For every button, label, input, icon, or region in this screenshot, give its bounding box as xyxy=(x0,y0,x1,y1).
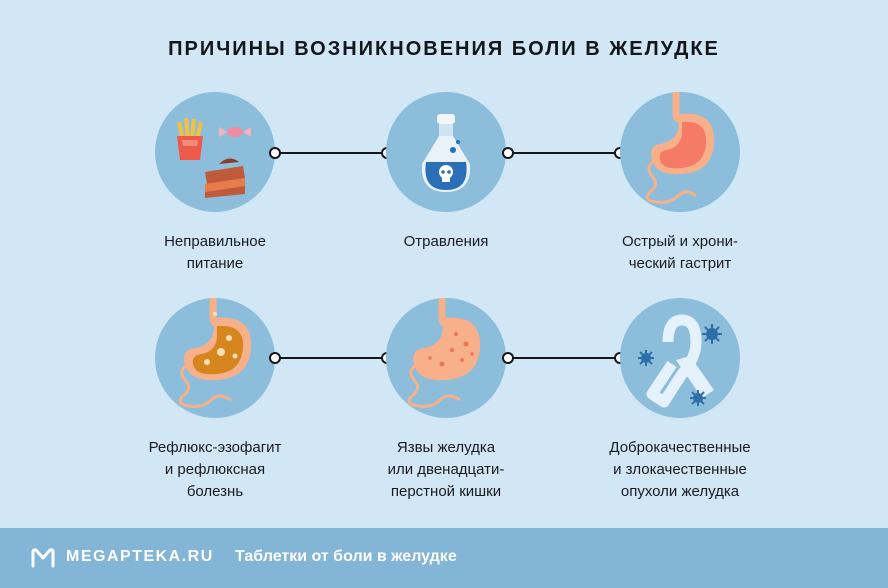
caption-line: Рефлюкс-эзофагит xyxy=(148,439,282,456)
cause-circle-2 xyxy=(386,92,506,212)
megapteka-logo-icon[interactable] xyxy=(30,546,56,570)
caption-line: перстной кишки xyxy=(390,483,502,500)
brand-name[interactable]: MEGAPTEKA.RU xyxy=(66,548,214,565)
footer-subtitle: Таблетки от боли в желудке xyxy=(235,548,457,565)
stomach-reflux-icon xyxy=(178,298,252,408)
poison-bottle-icon xyxy=(421,114,471,192)
connector-2-3 xyxy=(502,147,626,159)
caption-line: и рефлюксная xyxy=(164,461,266,478)
cause-circle-6 xyxy=(620,298,740,418)
caption-line: Неправильное xyxy=(164,233,266,250)
caption-line: и злокачественные xyxy=(613,461,747,478)
connector-line xyxy=(507,357,621,359)
cause-circle-5 xyxy=(386,298,506,418)
connector-line xyxy=(274,152,388,154)
caption-line: Язвы желудка xyxy=(396,439,496,456)
caption-line: ческий гастрит xyxy=(628,255,732,272)
connector-line xyxy=(507,152,621,154)
cause-circle-1 xyxy=(155,92,275,212)
connector-dot xyxy=(502,147,514,159)
caption-line: или двенадцати- xyxy=(387,461,505,478)
stomach-gastritis-icon xyxy=(645,92,715,204)
caption-line: болезнь xyxy=(186,483,244,500)
connector-5-6 xyxy=(502,352,626,364)
cause-caption-4: Рефлюкс-эзофагит и рефлюксная болезнь xyxy=(110,437,320,503)
connector-dot xyxy=(269,147,281,159)
cause-caption-3: Острый и хрони- ческий гастрит xyxy=(575,231,785,275)
cause-caption-2: Отравления xyxy=(341,231,551,253)
stomach-ulcer-icon xyxy=(407,298,481,408)
cause-circle-4 xyxy=(155,298,275,418)
caption-line: Отравления xyxy=(403,233,489,250)
caption-line: Доброкачественные xyxy=(609,439,751,456)
connector-1-2 xyxy=(269,147,393,159)
connector-line xyxy=(274,357,388,359)
caption-line: Острый и хрони- xyxy=(621,233,739,250)
caption-line: питание xyxy=(186,255,244,272)
cancer-ribbon-icon xyxy=(638,314,722,408)
connector-dot xyxy=(269,352,281,364)
connector-dot xyxy=(502,352,514,364)
cause-caption-1: Неправильное питание xyxy=(110,231,320,275)
connector-4-5 xyxy=(269,352,393,364)
caption-line: опухоли желудка xyxy=(620,483,740,500)
cause-circle-3 xyxy=(620,92,740,212)
cause-caption-6: Доброкачественные и злокачественные опух… xyxy=(575,437,785,503)
footer-bar: MEGAPTEKA.RU Таблетки от боли в желудке xyxy=(0,528,888,588)
junk-food-icon xyxy=(177,117,251,198)
cause-caption-5: Язвы желудка или двенадцати- перстной ки… xyxy=(341,437,551,503)
page-title: ПРИЧИНЫ ВОЗНИКНОВЕНИЯ БОЛИ В ЖЕЛУДКЕ xyxy=(168,38,720,60)
